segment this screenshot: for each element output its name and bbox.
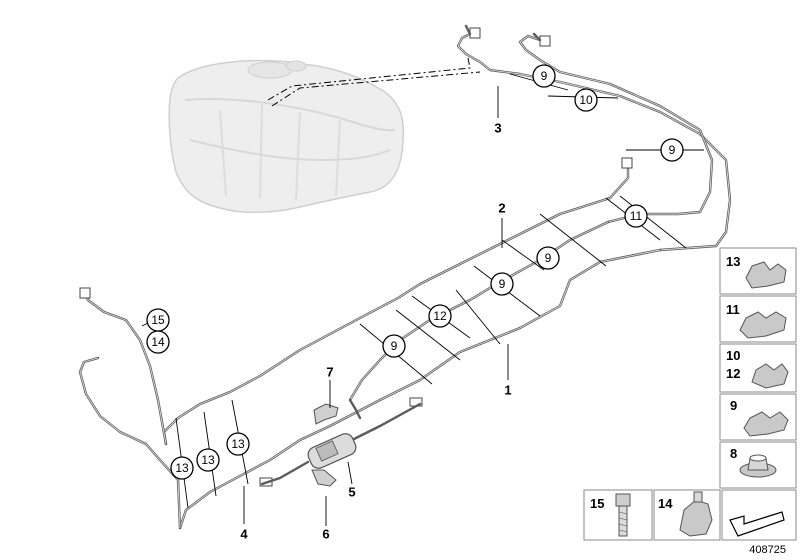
parts-panel: 13 11 10 12 9 8 15 14 [583,247,797,541]
svg-text:9: 9 [669,143,676,157]
part-label-1: 1 [504,383,511,398]
callout-9: 9 [532,64,556,88]
svg-text:9: 9 [499,277,506,291]
panel-label-9: 9 [730,398,737,413]
svg-text:9: 9 [541,69,548,83]
part-label-4: 4 [240,527,248,542]
callout-13: 13 [226,432,250,456]
label-group: 2 3 1 7 5 4 6 [240,121,511,542]
panel-arrow [721,489,797,541]
svg-text:11: 11 [630,209,643,223]
panel-label-15: 15 [590,496,604,511]
callout-9: 9 [660,138,684,162]
fuel-filter [260,398,422,487]
clip-9-icon [743,411,789,437]
callout-12: 12 [428,304,452,328]
callout-15: 15 [146,308,170,332]
part-label-6: 6 [322,527,329,542]
svg-text:9: 9 [545,251,552,265]
callout-9: 9 [536,246,560,270]
panel-label-11: 11 [726,302,740,317]
part-label-5: 5 [348,485,355,500]
panel-label-group: 13 11 10 12 9 8 15 14 [590,254,740,511]
svg-text:10: 10 [579,93,593,107]
part-label-7: 7 [326,365,333,380]
clip-10-12-icon [751,363,789,389]
callout-9: 9 [382,334,406,358]
fuel-tank [168,59,405,214]
callout-11: 11 [624,204,648,228]
callout-13: 13 [196,448,220,472]
callout-10: 10 [574,88,598,112]
panel-label-8: 8 [730,446,737,461]
svg-text:13: 13 [175,461,189,475]
svg-text:15: 15 [151,313,165,327]
part-label-2: 2 [498,201,505,216]
bolt-15-icon [615,493,631,537]
callout-14: 14 [146,330,170,354]
svg-text:12: 12 [433,309,447,323]
panel-label-12: 12 [726,366,740,381]
clip-13-icon [745,261,787,289]
panel-label-10: 10 [726,348,740,363]
svg-text:14: 14 [151,335,165,349]
holder-14-icon [679,491,713,537]
direction-arrow-icon [729,511,785,537]
diagram-number: 408725 [749,544,786,556]
svg-text:9: 9 [391,339,398,353]
callout-9: 9 [490,272,514,296]
part-label-3: 3 [494,121,501,136]
svg-text:13: 13 [231,437,245,451]
svg-text:13: 13 [201,453,215,467]
nut-8-icon [739,454,777,478]
connection-line [271,71,481,107]
panel-label-14: 14 [658,496,673,511]
callout-13: 13 [170,456,194,480]
vent-pipe [456,24,732,264]
clip-11-icon [739,311,787,339]
panel-label-13: 13 [726,254,740,269]
connection-line [267,57,471,101]
